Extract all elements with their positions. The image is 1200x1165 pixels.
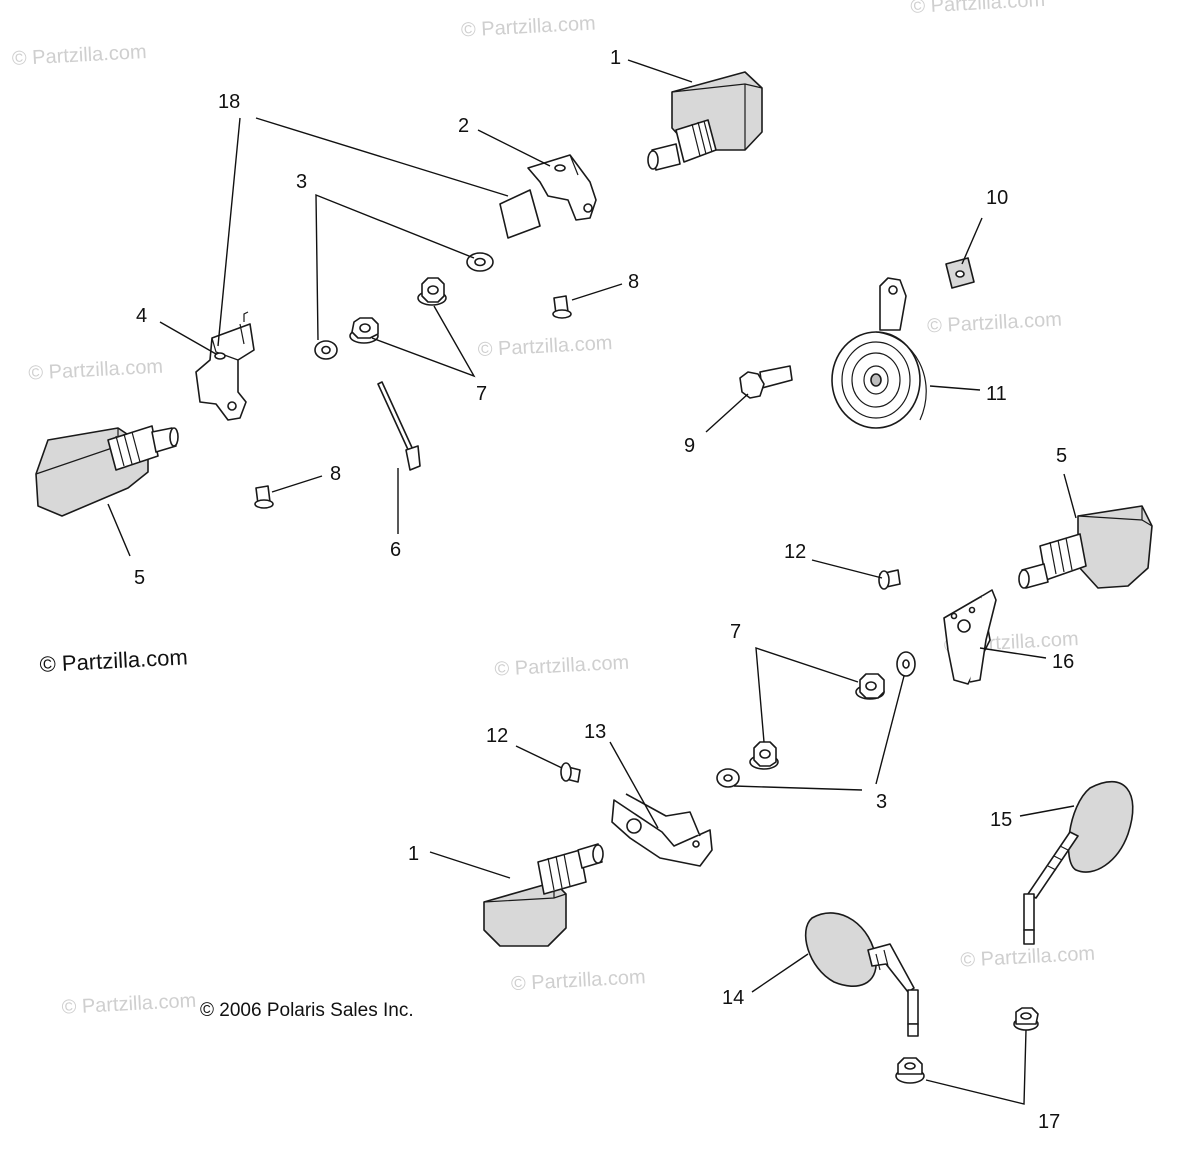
watermark: © Partzilla.com (494, 652, 630, 681)
screw-8-top (552, 295, 572, 319)
screw-12-left (560, 762, 581, 783)
washer-low-right (896, 651, 916, 677)
copyright-label: © 2006 Polaris Sales Inc. (200, 1000, 414, 1021)
callout-11: 11 (986, 383, 1007, 405)
washer-low-left (716, 768, 740, 788)
flange-nut-top-1 (417, 277, 447, 306)
callout-1-lower: 1 (408, 843, 419, 865)
washer-top-left (314, 340, 338, 360)
callout-4: 4 (136, 305, 147, 327)
watermark: © Partzilla.com (11, 41, 147, 70)
mounting-bracket-16 (943, 589, 997, 685)
callout-14: 14 (722, 987, 744, 1009)
turn-signal-lamp-left (35, 425, 179, 517)
callout-5-right: 5 (1056, 445, 1067, 467)
watermark: © Partzilla.com (510, 966, 646, 995)
brand-label: © Partzilla.com (39, 644, 188, 677)
callout-3-top: 3 (296, 171, 307, 193)
screw-12-right (878, 569, 901, 590)
nut-17-right (1013, 1007, 1039, 1031)
mounting-bracket-13 (611, 793, 713, 867)
callout-16: 16 (1052, 651, 1074, 673)
callout-8-top: 8 (628, 271, 639, 293)
nut-17-left (895, 1057, 925, 1084)
hex-bolt (739, 365, 793, 399)
callout-9: 9 (684, 435, 695, 457)
watermark: © Partzilla.com (460, 12, 596, 41)
callout-numbers: 1 2 3 18 4 7 8 8 6 5 10 11 9 5 12 16 7 3… (134, 47, 1074, 1133)
callout-10: 10 (986, 187, 1008, 209)
callout-3-low: 3 (876, 791, 887, 813)
callout-2: 2 (458, 115, 469, 137)
callout-17: 17 (1038, 1111, 1060, 1133)
horn (831, 277, 927, 429)
callout-6: 6 (390, 539, 401, 561)
callout-1-top: 1 (610, 47, 621, 69)
turn-signal-lamp-right (1018, 505, 1153, 589)
callout-15: 15 (990, 809, 1012, 831)
leader-lines (107, 59, 1077, 1105)
screw-8-left (254, 485, 274, 509)
washer-top-right (466, 252, 494, 272)
flange-nut-low-1 (855, 673, 885, 700)
callout-18: 18 (218, 91, 240, 113)
watermark: © Partzilla.com (927, 308, 1063, 337)
callout-7-low: 7 (730, 621, 741, 643)
mounting-bracket-2 (499, 154, 597, 239)
turn-signal-lamp-lower (483, 843, 604, 947)
callout-5-left: 5 (134, 567, 145, 589)
callout-8-left: 8 (330, 463, 341, 485)
watermark: © Partzilla.com (910, 0, 1046, 18)
watermark: © Partzilla.com (960, 943, 1096, 972)
callout-7-top: 7 (476, 383, 487, 405)
callout-12-right: 12 (784, 541, 806, 563)
mounting-bracket-4 (195, 311, 255, 421)
flange-nut-top-2 (349, 317, 379, 344)
callout-12-left: 12 (486, 725, 508, 747)
callout-13: 13 (584, 721, 606, 743)
mirror-left (804, 912, 919, 1037)
mirror-right (1023, 780, 1134, 945)
watermark: © Partzilla.com (28, 356, 164, 385)
turn-signal-lamp-top (647, 71, 763, 171)
watermark: © Partzilla.com (61, 990, 197, 1019)
cable-tie (377, 381, 421, 471)
flange-nut-low-2 (749, 741, 779, 770)
speed-nut-clip (945, 257, 975, 289)
watermark: © Partzilla.com (477, 332, 613, 361)
